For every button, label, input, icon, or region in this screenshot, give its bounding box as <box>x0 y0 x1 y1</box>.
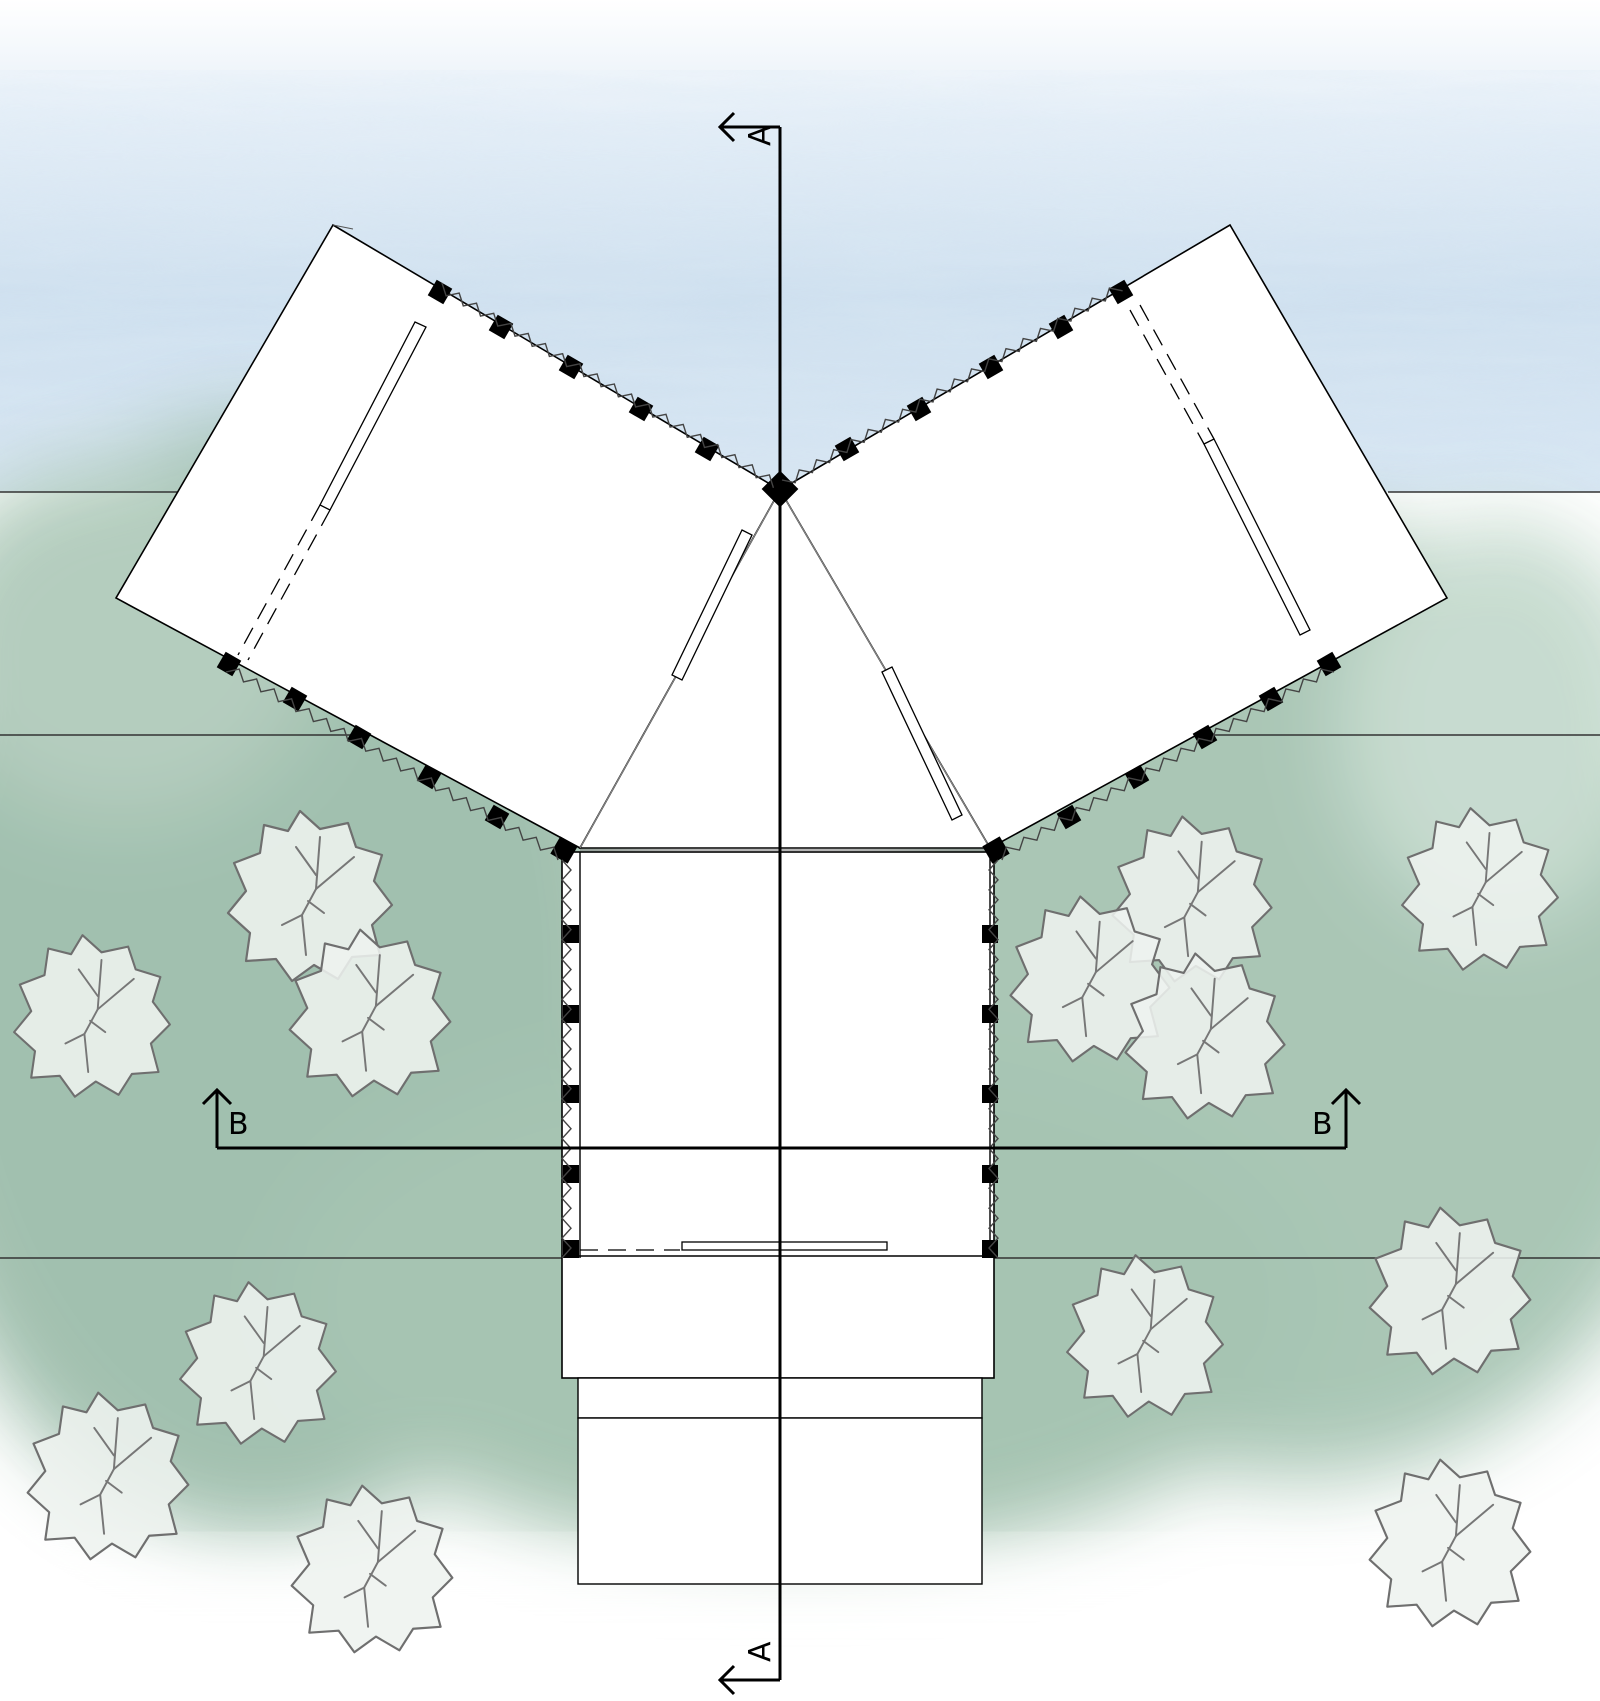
section-a-label-top: A <box>743 125 778 146</box>
section-b-line: B B <box>201 1087 1362 1150</box>
left-wing-glazing <box>237 321 753 681</box>
section-b-label-left: B <box>228 1107 249 1142</box>
corridor <box>561 851 995 1379</box>
section-a-line: A A <box>717 111 782 1696</box>
cladding-strips <box>225 282 1335 1259</box>
section-a-label-bottom: A <box>743 1641 778 1662</box>
building-plan <box>114 223 1449 1585</box>
right-wing-glazing <box>881 304 1311 821</box>
section-b-label-right: B <box>1312 1107 1333 1142</box>
